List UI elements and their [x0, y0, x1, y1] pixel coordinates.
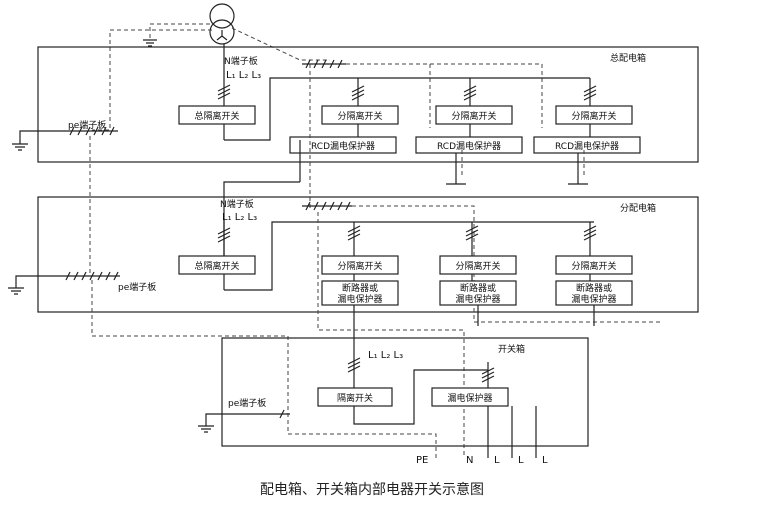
main-rcd3 — [533, 136, 641, 154]
main-bus — [224, 77, 590, 141]
switch-pe-terminal-bar — [276, 409, 290, 419]
n-main-dashed — [231, 27, 330, 61]
transformer-ground-wire — [149, 23, 210, 38]
out-l3-label: L — [542, 455, 548, 466]
main-n-branch2 — [346, 63, 431, 128]
ground-symbol-dist — [8, 287, 24, 295]
main-l-labels: L₁ L₂ L₃ — [226, 70, 261, 81]
main-output-n — [461, 150, 585, 176]
main-rcd1-label: RCD漏电保护器 — [311, 140, 375, 152]
main-rcd1 — [289, 136, 397, 154]
dist-pe-ground-wire — [15, 275, 62, 288]
dist-bus — [224, 221, 594, 291]
out-l2-label: L — [518, 455, 524, 466]
dist-branch3-switch — [555, 255, 633, 275]
dist-n-terminal-bar — [302, 201, 352, 211]
switch-isolating-switch — [317, 387, 393, 407]
main-isolating-switch-label: 总隔离开关 — [194, 110, 239, 122]
main-branch2-switch-label: 分隔离开关 — [451, 110, 496, 122]
dist-branch3-switch-label: 分隔离开关 — [571, 260, 616, 272]
switch-l-labels: L₁ L₂ L₃ — [368, 350, 403, 361]
main-branch1-switch — [321, 105, 399, 125]
main-pe-ground-wire — [19, 130, 66, 144]
switch-leak-ticks — [481, 367, 495, 383]
main-branch1-ticks — [351, 85, 365, 101]
dist-branch2-breaker — [439, 280, 517, 306]
main-rcd3-label: RCD漏电保护器 — [555, 140, 619, 152]
switch-leakage-protector-label: 漏电保护器 — [447, 392, 492, 404]
ground-symbol-switch — [198, 425, 214, 433]
main-isolating-switch — [178, 105, 256, 125]
dist-branch2-switch-label: 分隔离开关 — [455, 260, 500, 272]
ground-symbol-main — [12, 143, 28, 151]
ground-symbol-top — [143, 39, 157, 47]
switch-isolating-switch-label: 隔离开关 — [337, 392, 373, 404]
dist-branch2-switch — [439, 255, 517, 275]
switch-internal-bus — [353, 369, 488, 425]
main-branch3-switch-label: 分隔离开关 — [571, 110, 616, 122]
main-n-terminal-label: N端子板 — [224, 55, 258, 67]
main-branch3-ticks — [583, 85, 597, 101]
dist-breaker3-line1: 断路器或 — [576, 282, 612, 294]
switch-feeder-ticks — [347, 357, 361, 373]
main-branch1-switch-label: 分隔离开关 — [337, 110, 382, 122]
transformer-symbol — [209, 3, 235, 45]
main-branch3-switch — [555, 105, 633, 125]
dist-breaker1-line1: 断路器或 — [342, 282, 378, 294]
switch-output-lines — [487, 406, 537, 458]
dist-pe-terminal-bar — [62, 271, 120, 281]
switch-pe-ground-wire — [205, 413, 276, 426]
out-pe-label: PE — [416, 455, 428, 466]
dist-branch3-ticks — [583, 225, 597, 241]
out-l1-label: L — [494, 455, 500, 466]
dist-breaker1-line2: 漏电保护器 — [337, 293, 382, 305]
main-box-title: 总配电箱 — [610, 52, 646, 64]
out-n-label: N — [466, 455, 473, 466]
dist-branch1-switch — [321, 255, 399, 275]
dist-box-title: 分配电箱 — [620, 202, 656, 214]
main-pe-terminal-label: pe端子板 — [68, 119, 106, 131]
diagram-caption: 配电箱、开关箱内部电器开关示意图 — [260, 481, 484, 498]
dist-breaker3-line2: 漏电保护器 — [571, 293, 616, 305]
main-pe-terminal-bar — [66, 126, 118, 136]
n-to-switch — [317, 212, 465, 458]
pe-main-dashed — [92, 29, 212, 131]
main-phase-ticks — [217, 84, 231, 100]
distribution-box — [37, 196, 699, 313]
dist-feeder-ticks — [217, 227, 231, 243]
dist-branch3-breaker — [555, 280, 633, 306]
dist-main-switch-label: 总隔离开关 — [194, 260, 239, 272]
switch-pe-terminal-label: pe端子板 — [228, 397, 266, 409]
main-distribution-box — [37, 46, 699, 163]
dist-branch1-ticks — [347, 225, 361, 241]
switch-leakage-protector — [431, 387, 509, 407]
main-rcd2 — [415, 136, 523, 154]
dist-main-switch — [178, 255, 256, 275]
dist-n-terminal-label: N端子板 — [220, 198, 254, 210]
main-n-terminal-bar — [302, 59, 346, 69]
dist-breaker2-line2: 漏电保护器 — [455, 293, 500, 305]
switch-box — [221, 337, 589, 447]
dist-pe-terminal-label: pe端子板 — [118, 281, 156, 293]
dist-branch1-switch-label: 分隔离开关 — [337, 260, 382, 272]
dist-branch-outputs — [477, 305, 595, 326]
dist-branch2-ticks — [465, 225, 479, 241]
dist-branch1-breaker — [321, 280, 399, 306]
dist-l-labels: L₁ L₂ L₃ — [222, 212, 257, 223]
main-branch2-ticks — [463, 85, 477, 101]
main-branch2-switch — [435, 105, 513, 125]
pe-to-switch — [91, 280, 437, 458]
switch-box-title: 开关箱 — [498, 343, 525, 355]
main-rcd2-label: RCD漏电保护器 — [437, 140, 501, 152]
main-branch-outputs — [455, 153, 579, 184]
dist-breaker2-line1: 断路器或 — [460, 282, 496, 294]
